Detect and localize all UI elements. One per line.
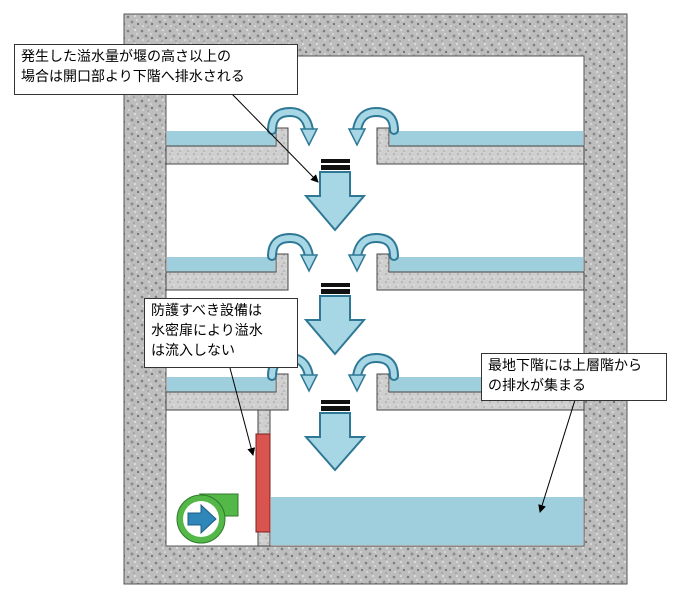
watertight-door xyxy=(255,433,271,533)
callout-line: 最地下階には上層階から xyxy=(488,358,642,374)
water-layer xyxy=(390,257,583,272)
right-callout-leader xyxy=(538,399,576,513)
floor-slab-left xyxy=(165,127,289,165)
water-layer xyxy=(167,131,275,146)
left-callout-leader xyxy=(229,367,256,456)
floor-slab-left xyxy=(165,373,289,411)
callout-basement-collection: 最地下階には上層階から の排水が集まる xyxy=(481,353,667,401)
callout-line: 防護すべき設備は xyxy=(151,303,263,319)
callout-protected-equipment: 防護すべき設備は 水密扉により溢水 は流入しない xyxy=(144,298,298,368)
floor-level-1 xyxy=(165,127,585,165)
callout-overflow-drain: 発生した溢水量が堰の高さ以上の 場合は開口部より下階へ排水される xyxy=(14,44,298,95)
down-arrow-icon xyxy=(303,159,367,232)
water-layer xyxy=(167,377,275,392)
down-arrow-icon xyxy=(303,400,367,472)
floor-level-2 xyxy=(165,253,585,291)
floor-slab-left xyxy=(165,253,289,291)
callout-line: 水密扉により溢水 xyxy=(151,323,263,339)
curved-arrow-icon xyxy=(347,232,399,273)
top-callout-leader xyxy=(231,93,319,183)
curved-arrow-icon xyxy=(267,106,319,147)
callout-line: の排水が集まる xyxy=(488,378,586,394)
curved-arrow-icon xyxy=(267,232,319,273)
callout-line: 場合は開口部より下階へ排水される xyxy=(21,69,245,85)
callout-line: 発生した溢水量が堰の高さ以上の xyxy=(21,49,231,65)
water-layer xyxy=(390,131,583,146)
basement-water-pool xyxy=(271,497,583,545)
down-arrow-icon xyxy=(303,283,367,356)
callout-line: は流入しない xyxy=(151,343,235,359)
curved-arrow-icon xyxy=(347,106,399,147)
water-layer xyxy=(167,257,275,272)
pump-with-arrow-icon xyxy=(176,493,239,544)
curved-arrow-icon xyxy=(347,352,399,393)
